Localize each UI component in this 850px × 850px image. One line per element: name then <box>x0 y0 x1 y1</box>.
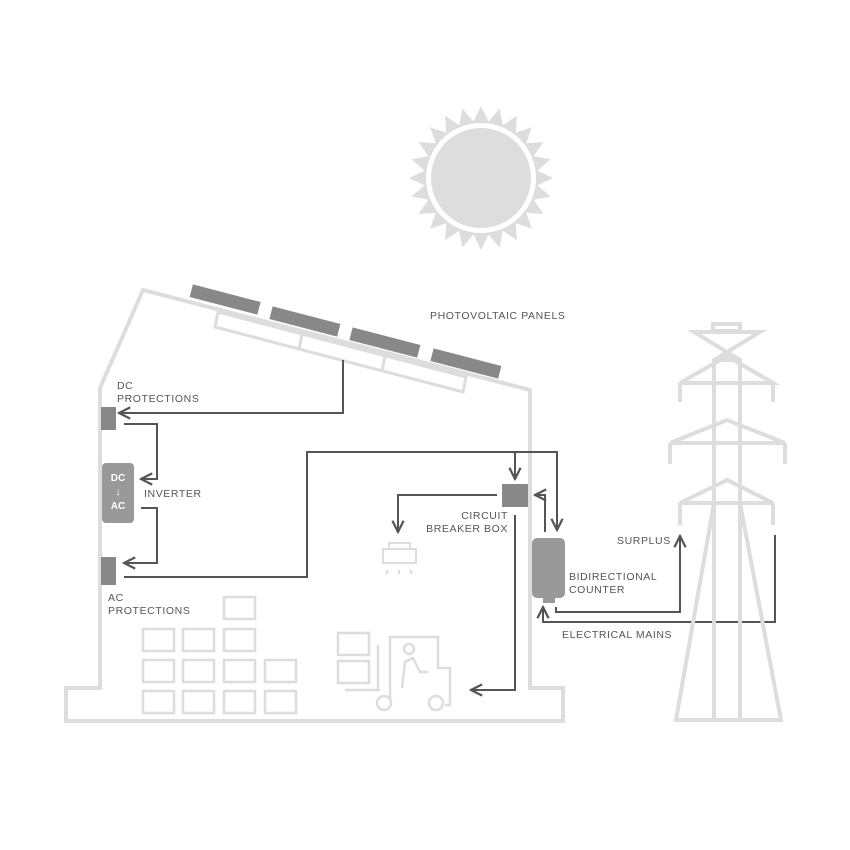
bidirectional-counter <box>532 538 565 603</box>
inverter-dc-text: DC <box>110 473 126 484</box>
forklift-icon <box>336 631 452 712</box>
ac-protections-box <box>101 557 116 585</box>
dc-protections-box <box>101 407 116 430</box>
dc-protections-label-line2: PROTECTIONS <box>117 393 200 405</box>
surplus-label: SURPLUS <box>617 535 671 547</box>
wire-dc-to-inverter <box>124 423 158 479</box>
counter-label-line2: COUNTER <box>569 584 626 596</box>
panel-rack <box>213 310 468 394</box>
ac-protections-label-line2: PROTECTIONS <box>108 605 191 617</box>
wire-inverter-to-ac <box>124 507 158 563</box>
building-outline <box>64 287 565 723</box>
dc-protections-label: DC PROTECTIONS <box>117 380 199 406</box>
ac-protections-label: AC PROTECTIONS <box>108 592 190 618</box>
circuit-breaker-box <box>502 484 528 507</box>
bidirectional-counter-label: BIDIRECTIONAL COUNTER <box>569 571 657 597</box>
air-conditioner-icon <box>382 542 417 575</box>
inverter-box: DC ↓ AC <box>102 463 134 523</box>
wires <box>119 360 776 690</box>
circuit-breaker-label: CIRCUIT BREAKER BOX <box>418 510 508 536</box>
inverter-arrow-icon: ↓ <box>115 487 121 498</box>
ac-protections-label-line1: AC <box>108 592 124 604</box>
counter-label-line1: BIDIRECTIONAL <box>569 571 658 583</box>
photovoltaic-panels <box>189 284 502 379</box>
wire-mains <box>543 535 776 623</box>
electrical-mains-label: ELECTRICAL MAINS <box>562 629 673 641</box>
wire-breaker-to-ac-unit <box>398 494 497 532</box>
inverter-label: INVERTER <box>144 488 202 500</box>
wire-ac-to-counter <box>124 451 557 578</box>
wire-pv-to-dc <box>119 360 344 413</box>
sun-icon <box>409 106 553 250</box>
circuit-breaker-label-line1: CIRCUIT <box>461 510 508 522</box>
dc-protections-label-line1: DC <box>117 380 134 392</box>
wire-surplus <box>555 536 680 613</box>
wire-counter-to-breaker <box>535 495 545 532</box>
pv-panels-label: PHOTOVOLTAIC PANELS <box>430 310 566 322</box>
power-tower-icon <box>668 322 787 722</box>
inverter-ac-text: AC <box>110 501 126 512</box>
circuit-breaker-label-line2: BREAKER BOX <box>426 523 508 535</box>
stacked-boxes <box>141 595 298 715</box>
wire-breaker-to-forklift <box>471 515 516 690</box>
